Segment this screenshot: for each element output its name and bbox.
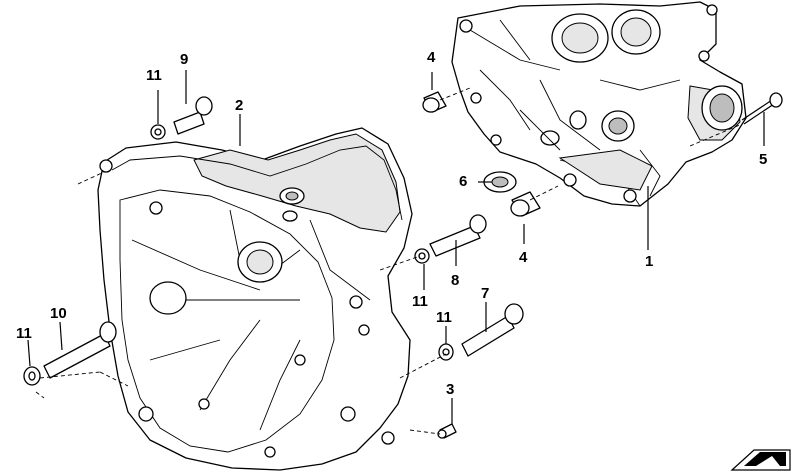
callout-4-lower: 4	[519, 249, 528, 266]
washer-part-11-upper-left	[150, 124, 166, 140]
gearbox-housing-part-1	[451, 1, 747, 207]
callout-5: 5	[759, 151, 767, 168]
washer-part-11-mid-right	[414, 248, 430, 264]
callout-11-mid-right: 11	[412, 293, 428, 310]
callout-1: 1	[645, 253, 653, 270]
callout-6: 6	[459, 173, 467, 190]
callout-11-left: 11	[16, 325, 32, 342]
callout-labels: 1 2 3 4 4 5 6 7 8 9 10 11 11 11 11	[16, 49, 767, 398]
callout-2: 2	[235, 97, 243, 114]
bolt-part-10	[43, 321, 117, 379]
sleeve-part-4-lower	[510, 191, 541, 217]
leader-lines	[27, 70, 765, 435]
callout-11-lower-right: 11	[436, 309, 452, 326]
dowel-pin-part-3	[437, 423, 457, 439]
washer-part-11-lower-right	[438, 343, 454, 361]
callout-11-upper-left: 11	[146, 67, 162, 84]
callout-3: 3	[446, 381, 454, 398]
orientation-arrow-icon	[730, 449, 791, 471]
bolt-part-5	[741, 92, 783, 125]
bolt-part-9	[173, 96, 213, 135]
callout-9: 9	[180, 51, 188, 68]
clutch-housing-part-2	[97, 127, 413, 471]
bolt-part-8	[429, 214, 487, 257]
sleeve-part-4-upper	[422, 91, 447, 113]
washer-part-11-left	[23, 366, 41, 386]
callout-10: 10	[50, 305, 67, 322]
seal-ring-part-6	[483, 171, 517, 193]
callout-4-upper: 4	[427, 49, 436, 66]
callout-7: 7	[481, 285, 489, 302]
callout-8: 8	[451, 272, 459, 289]
bolt-part-7	[461, 303, 524, 357]
